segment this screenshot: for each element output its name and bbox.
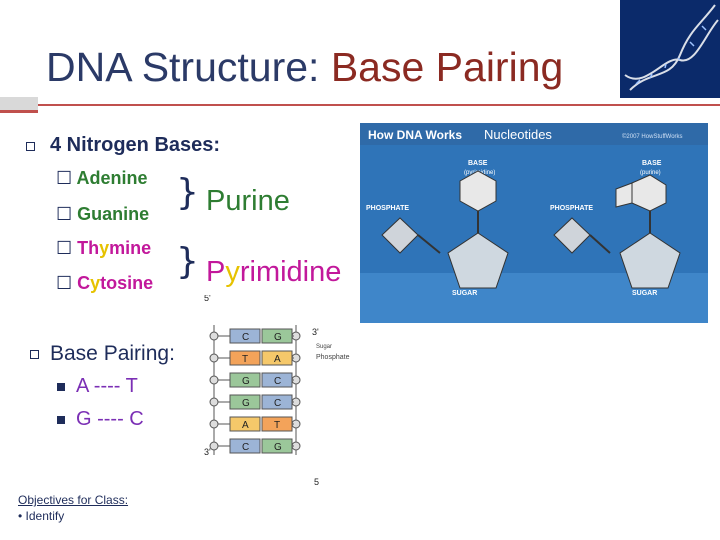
base-letter: A — [274, 354, 281, 365]
base-letter: G — [274, 332, 282, 343]
bullet-square — [30, 350, 39, 359]
phosphate-label: Phosphate — [316, 354, 350, 361]
dna-helix-logo — [620, 0, 720, 98]
phosphate-node — [209, 331, 219, 341]
pyrimidine-part-c: rimidine — [239, 256, 342, 288]
cytosine-item: ☐ Cytosine — [56, 273, 153, 294]
title-rule — [38, 104, 720, 106]
five-prime-bottom: 5 — [314, 477, 319, 487]
guanine-label: Guanine — [77, 204, 150, 224]
pyrimidine-brace: } — [176, 241, 199, 282]
base-pyrimidine-label-1: BASE — [468, 160, 488, 167]
diagram-copyright: ©2007 HowStuffWorks — [622, 133, 683, 140]
sub-bullet — [57, 383, 65, 391]
phosphate-left-label: PHOSPHATE — [366, 205, 409, 212]
pyrimidine-part-b: y — [225, 256, 240, 288]
thymine-part-b: y — [99, 238, 110, 258]
base-letter: C — [242, 442, 249, 453]
checkbox-icon: ☐ — [56, 204, 73, 224]
objectives-title: Objectives for Class: — [18, 493, 129, 507]
slide-title: DNA Structure: Base Pairing — [46, 44, 563, 91]
nitrogen-bases-header: 4 Nitrogen Bases: — [50, 134, 221, 156]
diagram-title-b: Nucleotides — [484, 127, 552, 142]
checkbox-icon: ☐ — [56, 168, 73, 188]
objectives-item: • Identify — [18, 509, 65, 523]
checkbox-icon: ☐ — [56, 273, 73, 293]
base-letter: C — [274, 398, 281, 409]
objectives-box: Objectives for Class: • Identify — [18, 493, 128, 523]
pair-a-t: A ---- T — [76, 375, 138, 397]
base-purine-label-2: (purine) — [640, 170, 661, 176]
purine-brace: } — [176, 172, 199, 213]
checkbox-icon: ☐ — [56, 238, 73, 258]
adenine-item: ☐ Adenine — [56, 168, 148, 189]
five-prime-top: 5' — [204, 295, 211, 303]
pair-g-c: G ---- C — [76, 408, 144, 430]
title-part-1: DNA Structure: — [46, 44, 331, 90]
phosphate-node — [209, 397, 219, 407]
base-letter: G — [242, 398, 250, 409]
diagram-title-a: How DNA Works — [368, 128, 462, 142]
title-part-2: Base Pairing — [330, 44, 564, 90]
adenine-label: Adenine — [76, 168, 148, 188]
three-prime-top: 3' — [312, 327, 319, 337]
cytosine-part-c: tosine — [100, 273, 154, 293]
sugar-left-label: SUGAR — [452, 290, 477, 297]
base-purine-label-1: BASE — [642, 160, 662, 167]
phosphate-right-label: PHOSPHATE — [550, 205, 593, 212]
sugar-right-label: SUGAR — [632, 290, 657, 297]
base-letter: G — [274, 442, 282, 453]
nucleotides-diagram: How DNA Works Nucleotides ©2007 HowStuff… — [360, 123, 708, 323]
bullet-square — [26, 142, 35, 151]
base-letter: C — [274, 376, 281, 387]
phosphate-node — [209, 441, 219, 451]
base-letter: G — [242, 376, 250, 387]
thymine-part-a: Th — [77, 238, 100, 258]
cytosine-part-a: C — [77, 273, 91, 293]
guanine-item: ☐ Guanine — [56, 204, 149, 225]
base-letter: A — [242, 420, 249, 431]
cytosine-part-b: y — [90, 273, 101, 293]
thymine-part-c: mine — [109, 238, 152, 258]
title-rule-tab — [0, 97, 38, 113]
pyrimidine-label: Pyrimidine — [206, 256, 341, 289]
base-letter: T — [274, 420, 280, 431]
pyrimidine-part-a: P — [206, 256, 226, 288]
phosphate-node — [209, 353, 219, 363]
sugar-label: Sugar — [316, 344, 332, 350]
phosphate-node — [209, 375, 219, 385]
title-area: DNA Structure: Base Pairing — [0, 0, 618, 100]
thymine-item: ☐ Thymine — [56, 238, 151, 259]
purine-label: Purine — [206, 185, 290, 217]
phosphate-node — [209, 419, 219, 429]
three-prime-bottom: 3' — [204, 447, 211, 457]
base-letter: C — [242, 332, 249, 343]
sub-bullet — [57, 416, 65, 424]
base-letter: T — [242, 354, 248, 365]
base-pairing-header: Base Pairing: — [50, 342, 175, 365]
